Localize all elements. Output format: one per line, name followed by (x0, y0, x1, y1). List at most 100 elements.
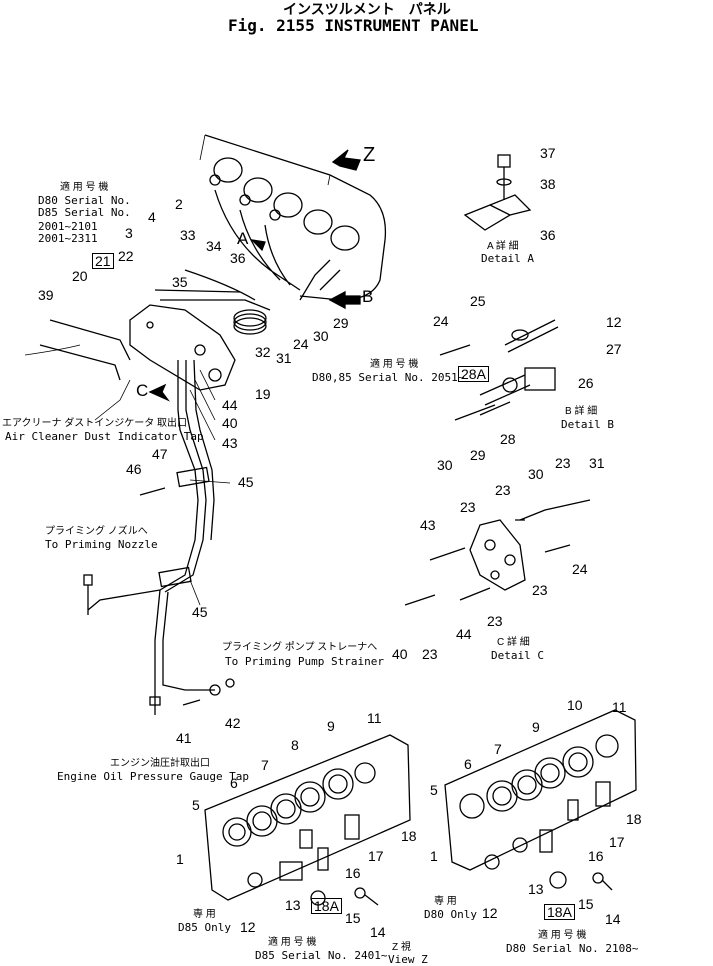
detail-b-en: Detail B (561, 418, 614, 431)
part-11-right: 11 (612, 699, 627, 715)
title-english: Fig. 2155 INSTRUMENT PANEL (228, 16, 479, 35)
part-23-c4: 23 (532, 582, 548, 598)
part-30-main: 30 (313, 328, 329, 344)
part-31-detail-c: 31 (589, 455, 605, 471)
arrow-a-label: A (237, 229, 249, 248)
intake-pipe (39, 319, 131, 381)
view-z-en: View Z (388, 953, 428, 966)
part-26: 26 (578, 375, 594, 391)
serial-b-jp: 適 用 号 機 (370, 359, 419, 370)
arrow-b-label: B (362, 287, 374, 306)
part-45-upper: 45 (238, 474, 254, 490)
part-44-detail-c: 44 (456, 626, 472, 642)
part-16-left: 16 (345, 865, 361, 881)
part-28a: 28A (458, 366, 489, 382)
part-17-right: 17 (609, 834, 625, 850)
part-17-left: 17 (368, 848, 384, 864)
part-13-left: 13 (285, 897, 301, 913)
tube-bundle (214, 189, 301, 291)
arrow-c-label: C (136, 381, 149, 400)
serial-d85-en: D85 Serial No. 2401~ (255, 949, 388, 962)
part-32: 32 (255, 344, 271, 360)
part-9-right: 9 (532, 719, 540, 735)
arrow-c-shape (148, 383, 171, 402)
part-40-detail-c: 40 (392, 646, 408, 662)
d85-only-jp: 専 用 (193, 909, 216, 920)
part-3: 3 (125, 225, 133, 241)
part-23-c5: 23 (422, 646, 438, 662)
part-20: 20 (72, 268, 88, 284)
part-38: 38 (540, 176, 556, 192)
d80-only-en: D80 Only (424, 908, 477, 921)
part-31: 31 (276, 350, 292, 366)
main-panel-gauges (209, 157, 360, 251)
part-6-right: 6 (464, 756, 472, 772)
priming-strainer-en: To Priming Pump Strainer (225, 655, 384, 668)
arrow-a-shape (250, 239, 266, 252)
part-15-right: 15 (578, 896, 594, 912)
serial-d80-en: D80 Serial No. 2108~ (506, 942, 639, 955)
detail-b-jp: B 詳 細 (565, 406, 598, 417)
serial-main-line3: 2001~2101 (38, 220, 98, 233)
part-45-lower: 45 (192, 604, 208, 620)
view-z-jp: Z 視 (392, 942, 411, 953)
detail-b-drawing (439, 319, 559, 421)
part-22: 22 (118, 248, 134, 264)
part-8-left: 8 (291, 737, 299, 753)
panel-d85-drawing (204, 734, 411, 906)
part-11-left: 11 (367, 710, 382, 726)
detail-a-jp: A 詳 細 (487, 241, 519, 252)
part-9-left: 9 (327, 718, 335, 734)
part-7-left: 7 (261, 757, 269, 773)
part-18a-right: 18A (544, 904, 575, 920)
serial-d80-jp: 適 用 号 機 (538, 930, 587, 941)
part-23-c3: 23 (460, 499, 476, 515)
part-43: 43 (222, 435, 238, 451)
air-cleaner-en: Air Cleaner Dust Indicator Tap (5, 430, 204, 443)
title-japanese: インスツルメント パネル (283, 1, 451, 17)
detail-c-drawing (404, 499, 591, 606)
part-33: 33 (180, 227, 196, 243)
part-18-right: 18 (626, 811, 642, 827)
part-36-detail-a: 36 (540, 227, 556, 243)
part-46: 46 (126, 461, 142, 477)
part-41: 41 (176, 730, 192, 746)
part-12-right: 12 (482, 905, 498, 921)
part-15-left: 15 (345, 910, 361, 926)
part-30-detail-c: 30 (528, 466, 544, 482)
serial-main-line2: D85 Serial No. (38, 206, 131, 219)
connector-plate (129, 304, 236, 391)
part-24-main: 24 (293, 336, 309, 352)
arrow-z-label: Z (363, 144, 376, 166)
part-27: 27 (606, 341, 622, 357)
priming-nozzle-jp: プライミング ノズルへ (45, 526, 148, 537)
part-7-right: 7 (494, 741, 502, 757)
part-28: 28 (500, 431, 516, 447)
part-12-detail-b: 12 (606, 314, 622, 330)
part-40: 40 (222, 415, 238, 431)
gauge-tap-en: Engine Oil Pressure Gauge Tap (57, 770, 250, 783)
priming-nozzle-en: To Priming Nozzle (45, 538, 158, 551)
part-18a-left: 18A (311, 898, 342, 914)
detail-a-en: Detail A (481, 252, 534, 265)
arrow-z-shape (331, 149, 361, 171)
panel-d80-drawing (444, 709, 637, 891)
part-12-left: 12 (240, 919, 256, 935)
part-14-right: 14 (605, 911, 621, 927)
part-44: 44 (222, 397, 238, 413)
part-23-c6: 23 (487, 613, 503, 629)
part-5-right: 5 (430, 782, 438, 798)
gauge-tap-jp: エンジン油圧計取出口 (110, 758, 210, 769)
part-21: 21 (92, 253, 114, 269)
part-5-left: 5 (192, 797, 200, 813)
detail-c-jp: C 詳 細 (497, 637, 530, 648)
part-24-detail-b: 24 (433, 313, 449, 329)
tube-coil (233, 309, 267, 335)
part-47: 47 (152, 446, 168, 462)
part-10-right: 10 (567, 697, 583, 713)
part-30-detail-b: 30 (437, 457, 453, 473)
serial-main-line1: D80 Serial No. (38, 194, 131, 207)
part-19: 19 (255, 386, 271, 402)
